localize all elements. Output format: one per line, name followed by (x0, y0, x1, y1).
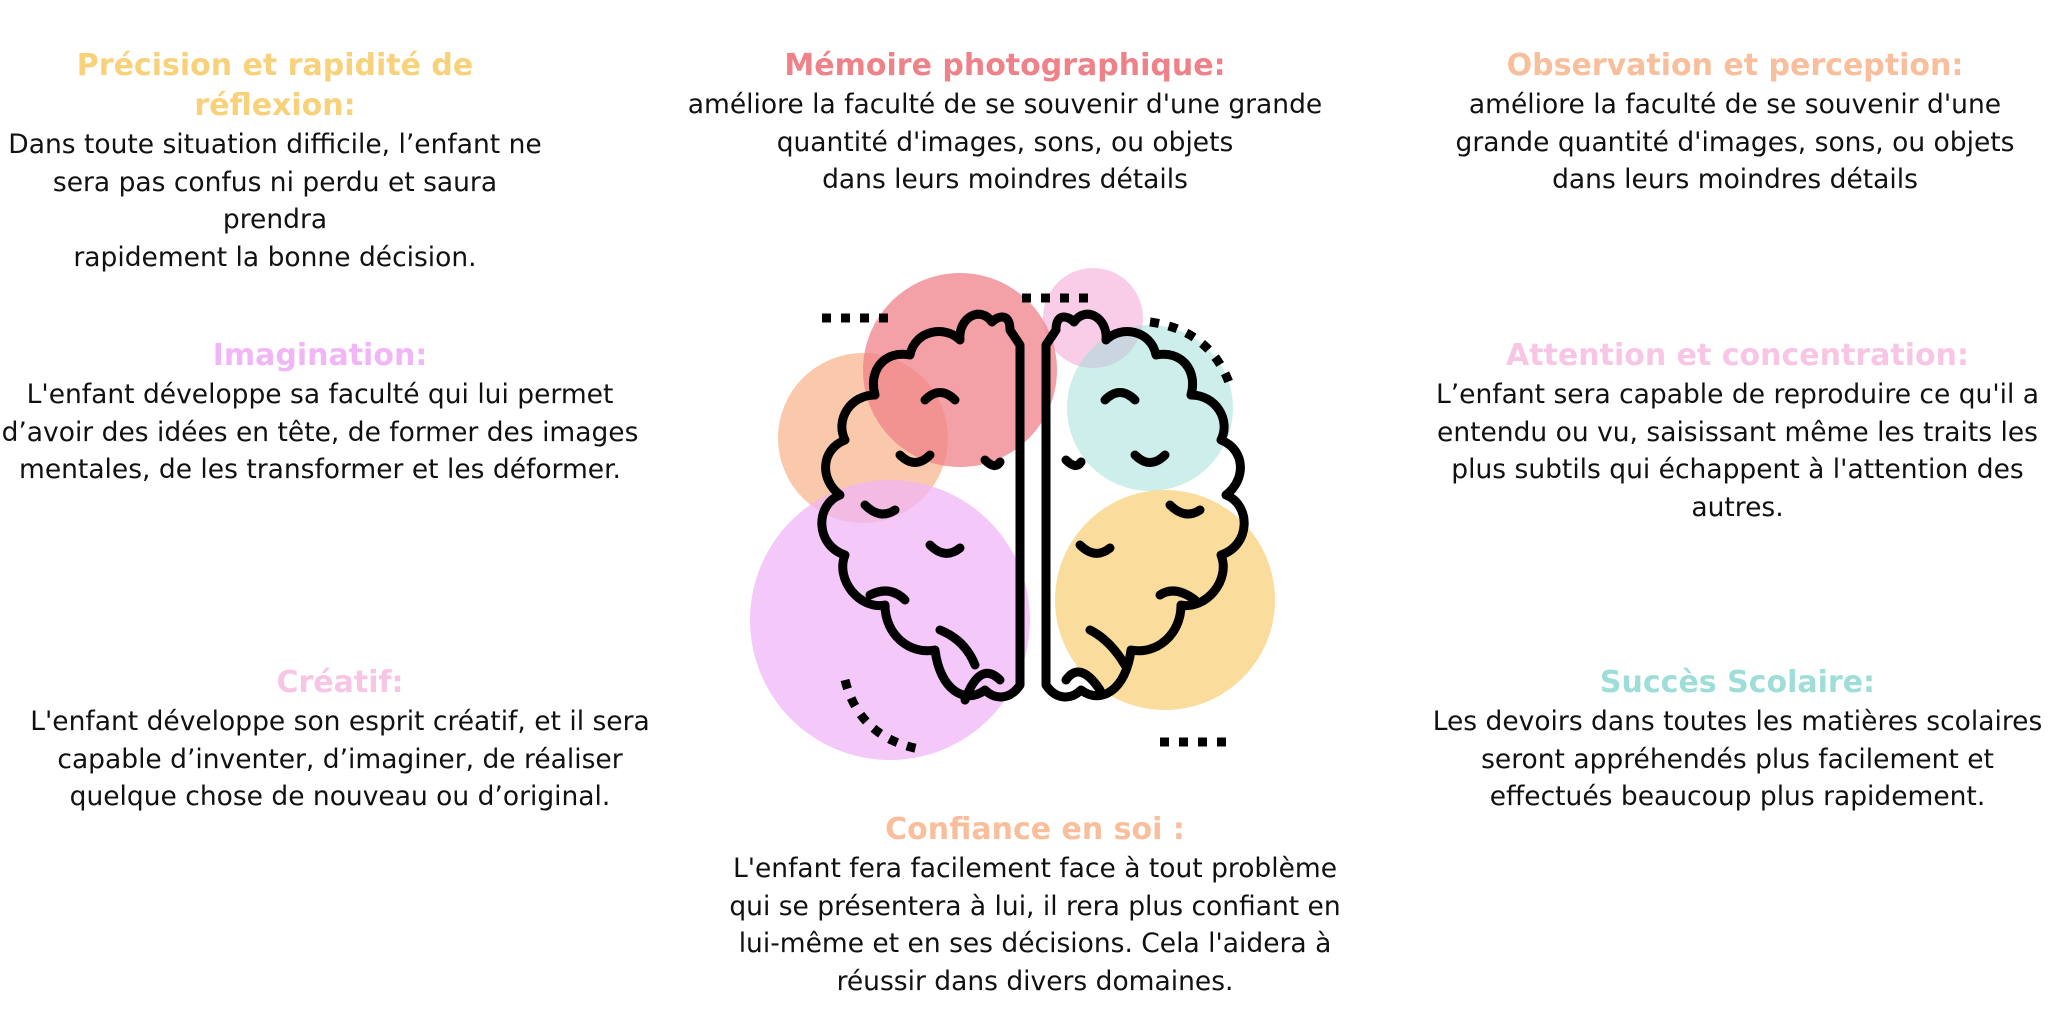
dots-top-right (1149, 317, 1235, 387)
benefit-title: Observation et perception: (1506, 48, 1964, 83)
benefit-title: Confiance en soi : (885, 812, 1185, 847)
benefit-title: Précision et rapidité de réflexion: (76, 48, 474, 123)
benefit-creatif: Créatif: L'enfant développe son esprit c… (20, 663, 660, 816)
benefit-title: Attention et concentration: (1506, 338, 1969, 373)
benefit-imagination: Imagination: L'enfant développe sa facul… (0, 336, 640, 489)
benefit-text: L'enfant développe son esprit créatif, e… (30, 706, 650, 812)
benefit-text: L’enfant sera capable de reproduire ce q… (1435, 379, 2040, 523)
benefit-text: L'enfant développe sa faculté qui lui pe… (1, 379, 639, 485)
brain-icon (750, 268, 1275, 760)
benefit-title: Mémoire photographique: (784, 48, 1226, 83)
benefit-title: Imagination: (212, 338, 428, 373)
right-hemisphere (1041, 309, 1249, 702)
benefit-text: améliore la faculté de se souvenir d'une… (1455, 89, 2015, 195)
benefit-text: Dans toute situation difficile, l’enfant… (8, 129, 542, 273)
benefit-confiance: Confiance en soi : L'enfant fera facilem… (720, 810, 1350, 1000)
benefit-title: Succès Scolaire: (1599, 665, 1876, 700)
dots-bottom-left (840, 678, 926, 755)
benefit-memoire: Mémoire photographique: améliore la facu… (680, 46, 1330, 199)
benefit-succes: Succès Scolaire: Les devoirs dans toutes… (1425, 663, 2048, 816)
benefit-text: améliore la faculté de se souvenir d'une… (687, 89, 1323, 195)
benefit-attention: Attention et concentration: L’enfant ser… (1435, 336, 2040, 526)
benefit-text: Les devoirs dans toutes les matières sco… (1432, 706, 2043, 812)
benefit-precision: Précision et rapidité de réflexion: Dans… (0, 46, 550, 276)
benefit-observation: Observation et perception: améliore la f… (1440, 46, 2030, 199)
benefit-text: L'enfant fera facilement face à tout pro… (729, 853, 1341, 997)
left-hemisphere (817, 309, 1025, 702)
benefit-title: Créatif: (276, 665, 404, 700)
